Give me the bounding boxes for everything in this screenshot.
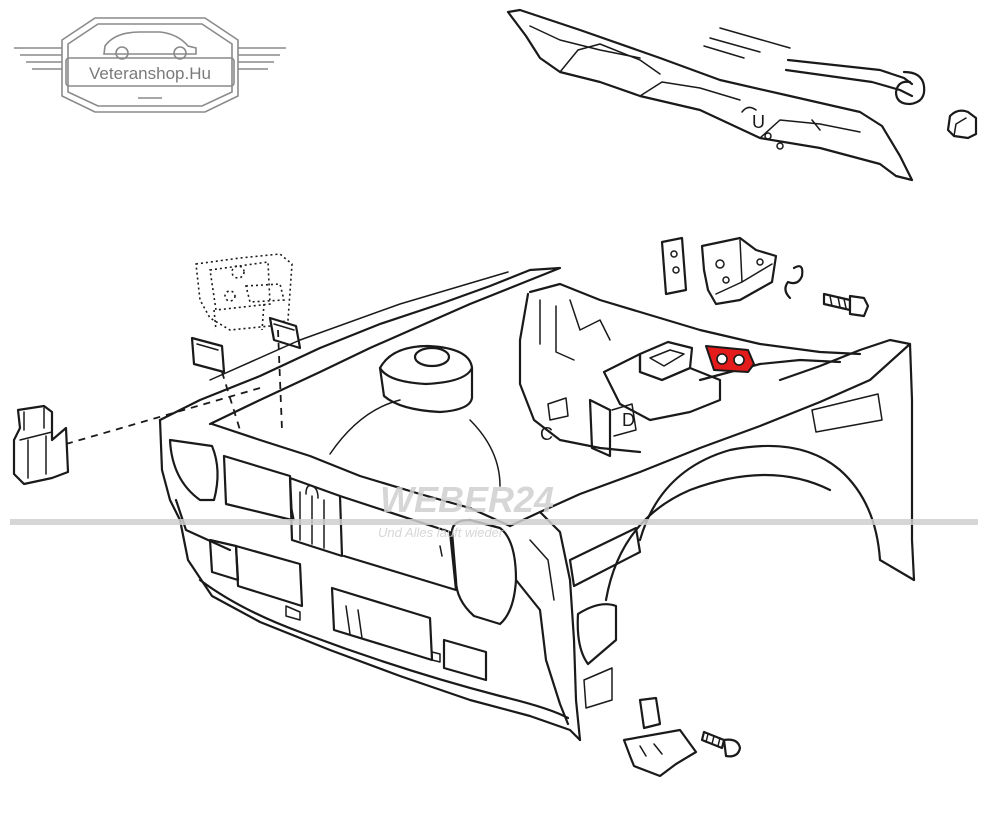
motion-lines (703, 27, 791, 59)
part-letter-d: D (622, 410, 635, 430)
lower-angle-bracket (622, 696, 698, 778)
hex-bolt (822, 292, 870, 318)
highlight-red-plate (705, 345, 755, 373)
part-letter-c: C (540, 424, 553, 444)
logo-text: Veteranshop.Hu (89, 64, 211, 83)
rubber-bump-stop (946, 109, 978, 140)
upper-cross-member-panel: U (506, 8, 914, 182)
shock-tower-reinforcement-plate (705, 345, 755, 373)
assembly-leader-lines (65, 329, 283, 445)
veteranshop-logo: Veteranshop.Hu (14, 17, 286, 113)
side-reinforcement-bracket (12, 404, 70, 486)
rubber-pad-right (268, 316, 302, 350)
front-body-shell: C D (158, 266, 916, 742)
vertical-clip-plate (660, 236, 688, 296)
watermark-brand: WEBER24 (380, 479, 554, 520)
svg-text:U: U (752, 112, 765, 132)
rubber-pad-left (190, 336, 226, 374)
rubber-seal-strip (784, 58, 926, 106)
weber24-watermark: WEBER24 Und Alles läuft wieder (10, 479, 978, 540)
dashed-mounting-bracket (195, 253, 293, 331)
self-tapping-screw (700, 730, 742, 758)
angle-mounting-bracket (700, 236, 778, 306)
watermark-slogan: Und Alles läuft wieder (378, 525, 504, 540)
spring-clip (784, 265, 804, 300)
